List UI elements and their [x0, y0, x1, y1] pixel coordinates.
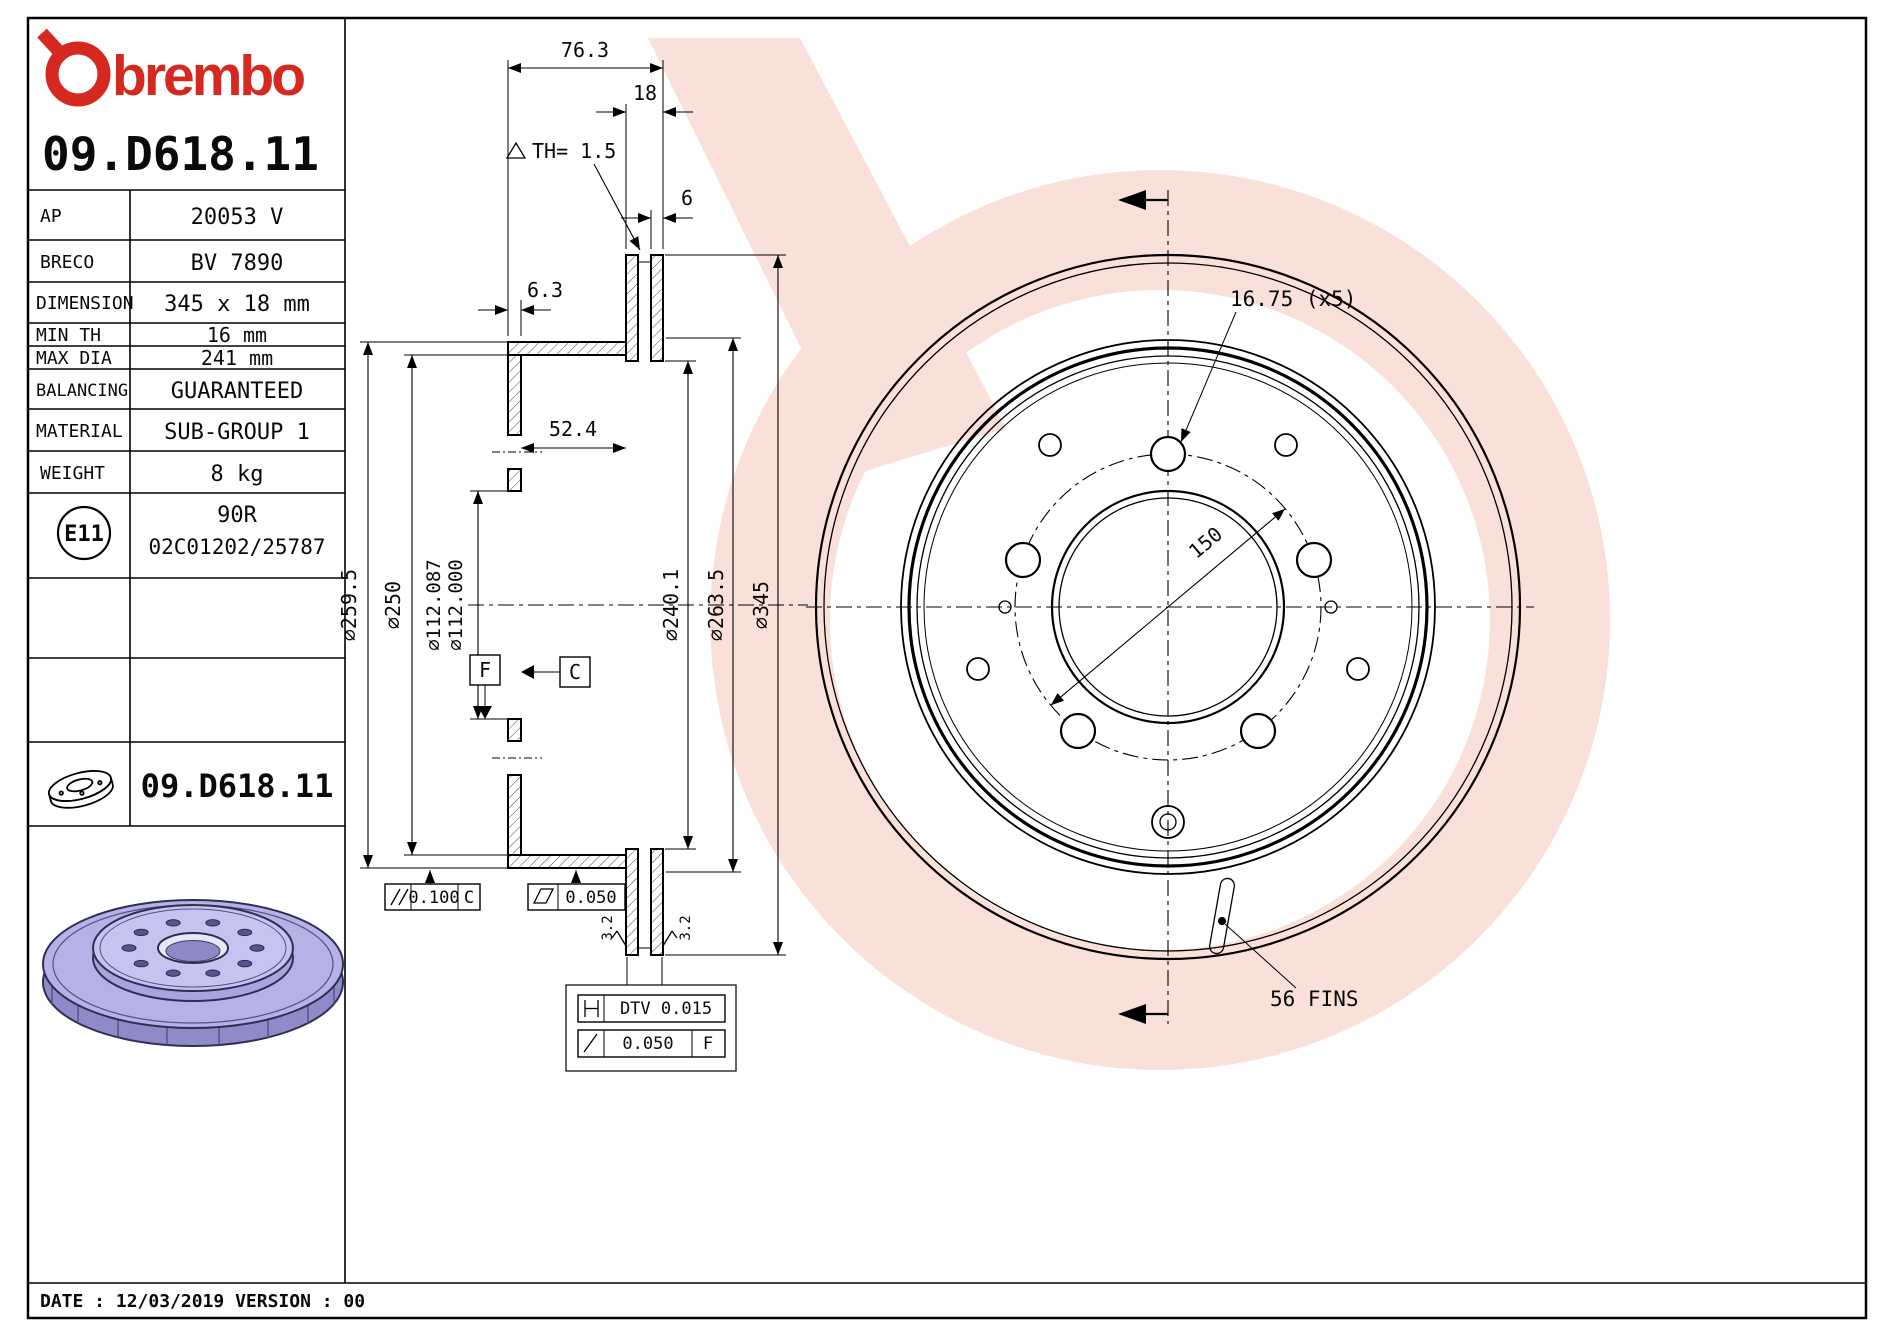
- disc-3d-render: [42, 899, 344, 1047]
- spec-label: DIMENSION: [36, 293, 134, 314]
- datum-f: F: [469, 654, 501, 719]
- dim-hat-thickness: 6.3: [527, 278, 563, 302]
- dim-dia-259-5: ⌀259.5: [337, 569, 361, 641]
- spec-label: AP: [40, 206, 62, 227]
- spec-value: SUB-GROUP 1: [164, 420, 310, 445]
- front-view: 16.75 (x5) 150 56 FINS: [806, 190, 1534, 1024]
- dim-dia-250: ⌀250: [381, 581, 405, 629]
- bolt-hole-callout: 16.75 (x5): [1230, 287, 1356, 311]
- parallelism-datum: C: [464, 888, 474, 908]
- spec-value: 16 mm: [207, 323, 267, 347]
- dim-plate-thickness: 6: [681, 186, 693, 210]
- dim-dia-263-5: ⌀263.5: [704, 569, 728, 641]
- roughness-left: 3.2: [600, 915, 616, 940]
- e11-badge-label: E11: [64, 522, 104, 547]
- spec-value: 8 kg: [211, 462, 264, 487]
- datum-f-label: F: [479, 658, 491, 682]
- footer-part-row: 09.D618.11: [48, 767, 334, 809]
- dim-total-width: 76.3: [561, 38, 609, 62]
- spec-label: BALANCING: [36, 381, 128, 401]
- flatness-symbol-icon: [532, 888, 555, 904]
- section-arrows: [1118, 190, 1168, 1024]
- dim-min-th: TH= 1.5: [532, 139, 616, 163]
- section-dimension-lines: [363, 63, 783, 955]
- datum-c: C: [521, 656, 591, 688]
- dim-dia-345: ⌀345: [749, 581, 773, 629]
- runout-value: 0.050: [622, 1034, 673, 1054]
- dim-dia-240-1: ⌀240.1: [659, 569, 683, 641]
- roughness-marks: 3.2 3.2: [600, 915, 694, 947]
- roughness-right: 3.2: [678, 915, 694, 940]
- brembo-watermark-icon: [648, 38, 1611, 1070]
- approval-block: E11 90R 02C01202/25787: [56, 503, 326, 561]
- footer-part-number: 09.D618.11: [141, 767, 334, 805]
- disc-vane-ticks: [51, 985, 335, 1045]
- spec-label: MAX DIA: [36, 348, 112, 369]
- spec-table: AP 20053 V BRECO BV 7890 DIMENSION 345 x…: [36, 205, 310, 487]
- parallelism-value: 0.100: [408, 888, 459, 908]
- locating-pin-hole: [1151, 805, 1185, 839]
- spec-label: MIN TH: [36, 325, 101, 346]
- fins-count-label: 56 FINS: [1270, 987, 1359, 1011]
- e11-badge-icon: [56, 505, 112, 561]
- runout-datum: F: [703, 1034, 713, 1054]
- small-pin-holes: [998, 600, 1338, 614]
- dim-band-thickness: 18: [633, 81, 657, 105]
- dim-dia-112-max: ⌀112.087: [423, 559, 445, 651]
- brembo-logo-icon: [37, 28, 111, 107]
- disc-bolt-holes: [121, 919, 265, 977]
- parallelism-frame: 0.100 C: [384, 870, 481, 911]
- datum-c-label: C: [569, 660, 581, 684]
- brand-name: brembo: [112, 44, 304, 108]
- spec-value: 20053 V: [191, 205, 284, 230]
- dtv-symbol-icon: [584, 1000, 599, 1017]
- dim-dia-112-min: ⌀112.000: [445, 559, 467, 651]
- secondary-holes: [966, 433, 1370, 681]
- dtv-runout-frames: DTV 0.015 0.050 F: [565, 984, 737, 1072]
- date-version-line: DATE : 12/03/2019 VERSION : 00: [40, 1291, 365, 1312]
- min-th-triangle-icon: [505, 141, 527, 159]
- brake-disc-icon: [48, 770, 114, 809]
- spec-label: WEIGHT: [40, 463, 105, 484]
- approval-line2: 02C01202/25787: [148, 535, 325, 559]
- part-number-title: 09.D618.11: [42, 127, 319, 181]
- section-view: 76.3 18 TH= 1.5 6 6.3 52.4 ⌀259.5 ⌀250 ⌀…: [337, 38, 808, 1072]
- section-cut-material: [507, 254, 664, 956]
- bolt-holes: [1004, 435, 1333, 750]
- approval-line1: 90R: [217, 503, 257, 528]
- outer-diameter-circle: [814, 253, 1522, 961]
- fin-sample: [1208, 877, 1297, 989]
- flatness-frame: 0.050: [527, 870, 626, 911]
- runout-symbol-icon: [583, 1033, 598, 1053]
- spec-value: 345 x 18 mm: [164, 292, 310, 317]
- flatness-value: 0.050: [565, 888, 616, 908]
- spec-label: BRECO: [40, 252, 94, 273]
- dim-hat-depth: 52.4: [549, 417, 597, 441]
- left-panel: brembo 09.D618.11 AP 20053 V BRECO BV 78…: [28, 18, 1866, 1312]
- spec-label: MATERIAL: [36, 421, 123, 442]
- dtv-value: DTV 0.015: [620, 999, 712, 1019]
- spec-value: BV 7890: [191, 251, 284, 276]
- spec-value: GUARANTEED: [171, 379, 303, 404]
- spec-value: 241 mm: [201, 346, 273, 370]
